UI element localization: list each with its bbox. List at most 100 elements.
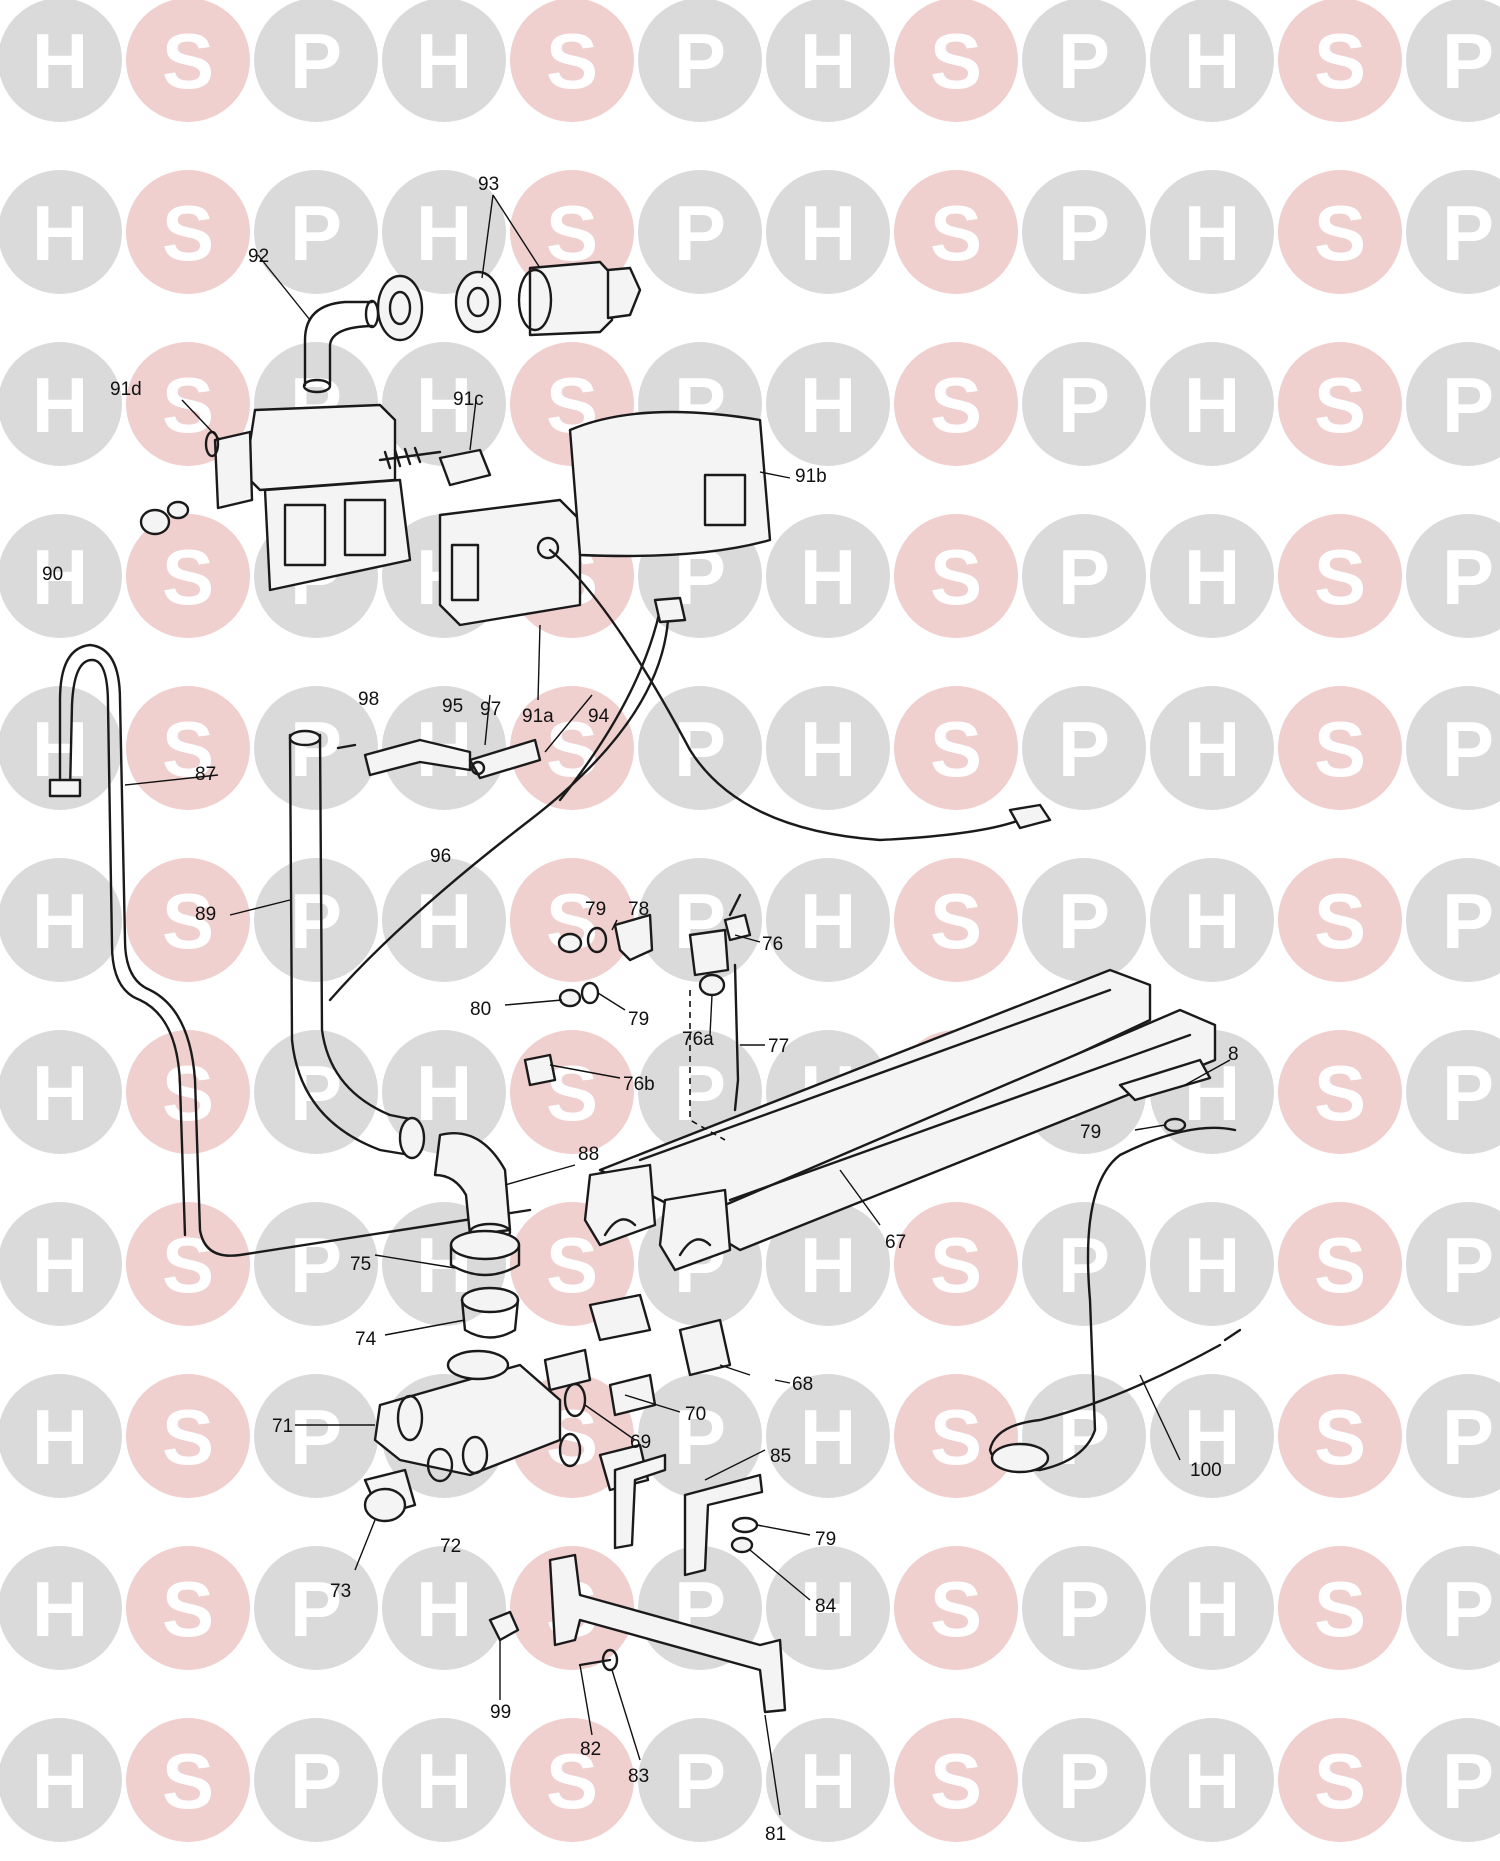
watermark-letter: S bbox=[1314, 1049, 1366, 1137]
watermark-disc bbox=[0, 1718, 122, 1842]
leader-lines bbox=[124, 194, 1231, 1816]
watermark-letter: H bbox=[416, 1737, 472, 1825]
watermark-letter: H bbox=[800, 1565, 856, 1653]
watermark-letter: P bbox=[1058, 1737, 1110, 1825]
watermark-disc bbox=[766, 0, 890, 122]
watermark-letter: S bbox=[162, 1737, 214, 1825]
watermark-disc bbox=[382, 342, 506, 466]
watermark-letter: P bbox=[674, 189, 726, 277]
watermark-disc bbox=[894, 0, 1018, 122]
part-79-washer-right bbox=[1163, 1117, 1187, 1133]
watermark-disc bbox=[254, 1374, 378, 1498]
watermark-disc bbox=[1022, 858, 1146, 982]
watermark-circle-s: S bbox=[894, 1546, 1018, 1670]
label-99: 99 bbox=[490, 1702, 511, 1723]
label-71: 71 bbox=[272, 1416, 293, 1437]
watermark-letter: P bbox=[1058, 1221, 1110, 1309]
watermark-circle-h: H bbox=[1150, 1374, 1274, 1498]
watermark-disc bbox=[254, 686, 378, 810]
watermark-letter: P bbox=[674, 1737, 726, 1825]
watermark-circle-s: S bbox=[510, 858, 634, 982]
watermark-letter: P bbox=[674, 1049, 726, 1137]
watermark-circle-p: P bbox=[254, 1718, 378, 1842]
watermark-disc bbox=[126, 1202, 250, 1326]
watermark-letter: H bbox=[800, 1737, 856, 1825]
watermark-circle-s: S bbox=[894, 686, 1018, 810]
watermark-disc bbox=[126, 1374, 250, 1498]
label-77: 77 bbox=[768, 1036, 789, 1057]
watermark-circle-p: P bbox=[1406, 686, 1500, 810]
part-91d-valve-body bbox=[139, 403, 412, 592]
watermark-disc bbox=[0, 1202, 122, 1326]
watermark-letter: S bbox=[546, 1049, 598, 1137]
watermark-letter: H bbox=[800, 705, 856, 793]
watermark-circle-p: P bbox=[1022, 0, 1146, 122]
watermark-circle-p: P bbox=[638, 170, 762, 294]
watermark-letter: S bbox=[930, 533, 982, 621]
watermark-circle-p: P bbox=[1022, 686, 1146, 810]
ignition-lead bbox=[558, 608, 662, 802]
watermark-disc bbox=[894, 1202, 1018, 1326]
watermark-letter: H bbox=[32, 361, 88, 449]
part-91c-block bbox=[378, 446, 492, 487]
watermark-letter: H bbox=[1184, 1565, 1240, 1653]
watermark-disc bbox=[638, 686, 762, 810]
watermark-letter: H bbox=[416, 361, 472, 449]
watermark-circle-h: H bbox=[1150, 342, 1274, 466]
watermark-disc bbox=[766, 1374, 890, 1498]
watermark-letter: S bbox=[1314, 189, 1366, 277]
watermark-disc bbox=[1150, 1374, 1274, 1498]
watermark-letter: S bbox=[1314, 1737, 1366, 1825]
watermark-circle-p: P bbox=[638, 1718, 762, 1842]
watermark-circle-s: S bbox=[510, 0, 634, 122]
watermark-circle-p: P bbox=[254, 1202, 378, 1326]
watermark-disc bbox=[1406, 1374, 1500, 1498]
watermark-circle-p: P bbox=[1406, 858, 1500, 982]
watermark-disc bbox=[1150, 342, 1274, 466]
watermark-disc bbox=[1150, 858, 1274, 982]
watermark-disc bbox=[254, 170, 378, 294]
watermark-letter: P bbox=[1442, 1049, 1494, 1137]
watermark-disc bbox=[766, 514, 890, 638]
watermark-letter: P bbox=[290, 17, 342, 105]
watermark-disc bbox=[894, 170, 1018, 294]
watermark-letter: S bbox=[1314, 1393, 1366, 1481]
watermark-disc bbox=[1150, 170, 1274, 294]
watermark-circle-h: H bbox=[766, 170, 890, 294]
watermark-letter: P bbox=[1058, 533, 1110, 621]
watermark-circle-h: H bbox=[0, 1374, 122, 1498]
watermark-disc bbox=[1022, 342, 1146, 466]
watermark-circle-p: P bbox=[254, 1374, 378, 1498]
watermark-circle-p: P bbox=[1406, 1202, 1500, 1326]
label-93: 93 bbox=[478, 174, 499, 195]
watermark-circle-s: S bbox=[894, 170, 1018, 294]
watermark-circle-s: S bbox=[1278, 1546, 1402, 1670]
thermocouple-lead bbox=[548, 548, 1022, 842]
watermark-letter: S bbox=[1314, 1565, 1366, 1653]
watermark-circle-p: P bbox=[1406, 1374, 1500, 1498]
watermark-disc bbox=[638, 0, 762, 122]
watermark-letter: S bbox=[162, 189, 214, 277]
watermark-letter: S bbox=[546, 1221, 598, 1309]
watermark-disc bbox=[126, 1718, 250, 1842]
watermark-letter: S bbox=[162, 361, 214, 449]
watermark-circle-h: H bbox=[1150, 1718, 1274, 1842]
watermark-disc bbox=[510, 170, 634, 294]
watermark-letter: S bbox=[930, 1393, 982, 1481]
watermark-disc bbox=[1150, 1546, 1274, 1670]
watermark-circle-s: S bbox=[894, 0, 1018, 122]
watermark-disc bbox=[0, 858, 122, 982]
watermark-disc bbox=[766, 1718, 890, 1842]
watermark-letter: H bbox=[416, 1049, 472, 1137]
watermark-letter: P bbox=[674, 17, 726, 105]
watermark-circle-p: P bbox=[254, 686, 378, 810]
watermark-disc bbox=[1406, 686, 1500, 810]
watermark-circle-h: H bbox=[382, 1546, 506, 1670]
watermark-disc bbox=[1022, 0, 1146, 122]
watermark-letter: H bbox=[800, 877, 856, 965]
watermark-circle-s: S bbox=[1278, 0, 1402, 122]
watermark-disc bbox=[0, 514, 122, 638]
watermark-disc bbox=[1022, 170, 1146, 294]
part-77-electrode bbox=[733, 963, 740, 1112]
watermark-letter: P bbox=[290, 1393, 342, 1481]
